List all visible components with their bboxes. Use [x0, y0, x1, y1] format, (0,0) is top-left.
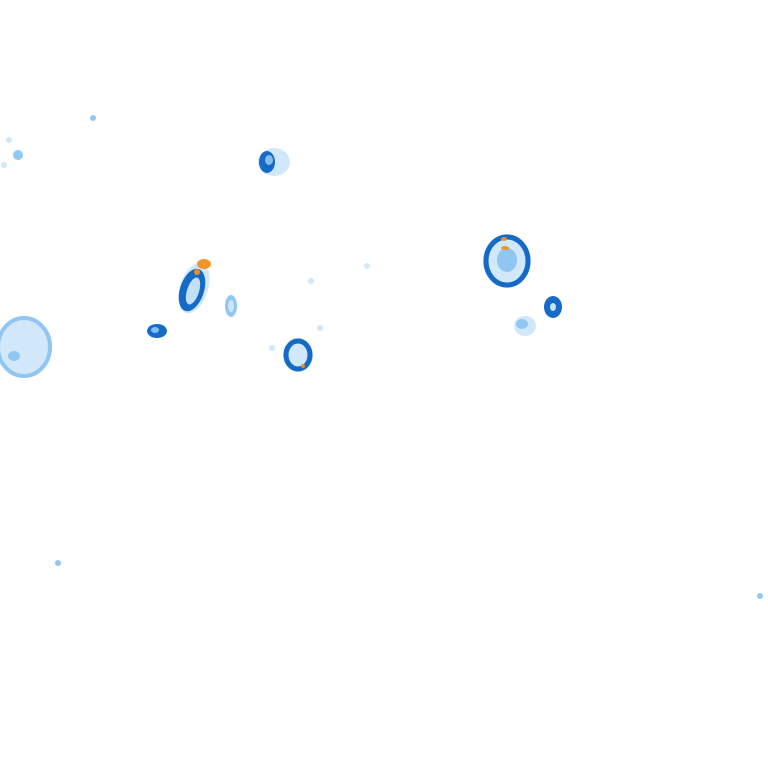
radar-echo-heavy: [283, 338, 313, 372]
radar-echo-light: [90, 115, 96, 121]
radar-echo-intense: [501, 246, 509, 250]
radar-echo-light: [55, 560, 61, 566]
radar-echo-very_light: [317, 325, 323, 331]
radar-echo-light: [13, 150, 23, 160]
cell-nw-small: [1, 115, 96, 168]
radar-echo-very_light: [228, 300, 234, 312]
cell-center-left: [178, 259, 211, 314]
cell-left-small: [147, 324, 167, 338]
radar-echo-intense: [501, 237, 507, 241]
cell-bottom-right-speck: [308, 263, 763, 599]
radar-echo-very_light: [185, 277, 201, 305]
radar-echo-intense: [301, 364, 305, 368]
cell-upper-center: [258, 148, 290, 176]
cell-center: [269, 325, 323, 372]
cell-right-large: [483, 234, 531, 288]
cell-bottom-left-speck: [55, 560, 61, 566]
precipitation-cells: [0, 115, 763, 599]
radar-echo-very_light: [6, 137, 12, 143]
cell-right-small-a: [544, 296, 562, 318]
radar-echo-very_light: [0, 316, 52, 378]
cell-right-small-b: [514, 316, 536, 336]
radar-echo-light: [757, 593, 763, 599]
radar-echo-light: [0, 316, 52, 378]
radar-echo-intense: [194, 269, 200, 275]
radar-echo-light: [265, 155, 273, 165]
radar-echo-very_light: [1, 162, 7, 168]
radar-echo-light: [516, 319, 528, 329]
cell-center-left-fragment: [225, 295, 237, 317]
radar-echo-very_light: [550, 303, 556, 311]
radar-echo-light: [151, 327, 159, 333]
radar-echo-very_light: [308, 278, 314, 284]
radar-echo-heavy: [483, 234, 531, 288]
radar-echo-intense: [197, 259, 211, 269]
radar-echo-very_light: [269, 345, 275, 351]
radar-echo-light: [8, 351, 20, 361]
cell-left-ring: [0, 316, 52, 378]
radar-echo-light: [497, 248, 517, 272]
radar-echo-very_light: [364, 263, 370, 269]
